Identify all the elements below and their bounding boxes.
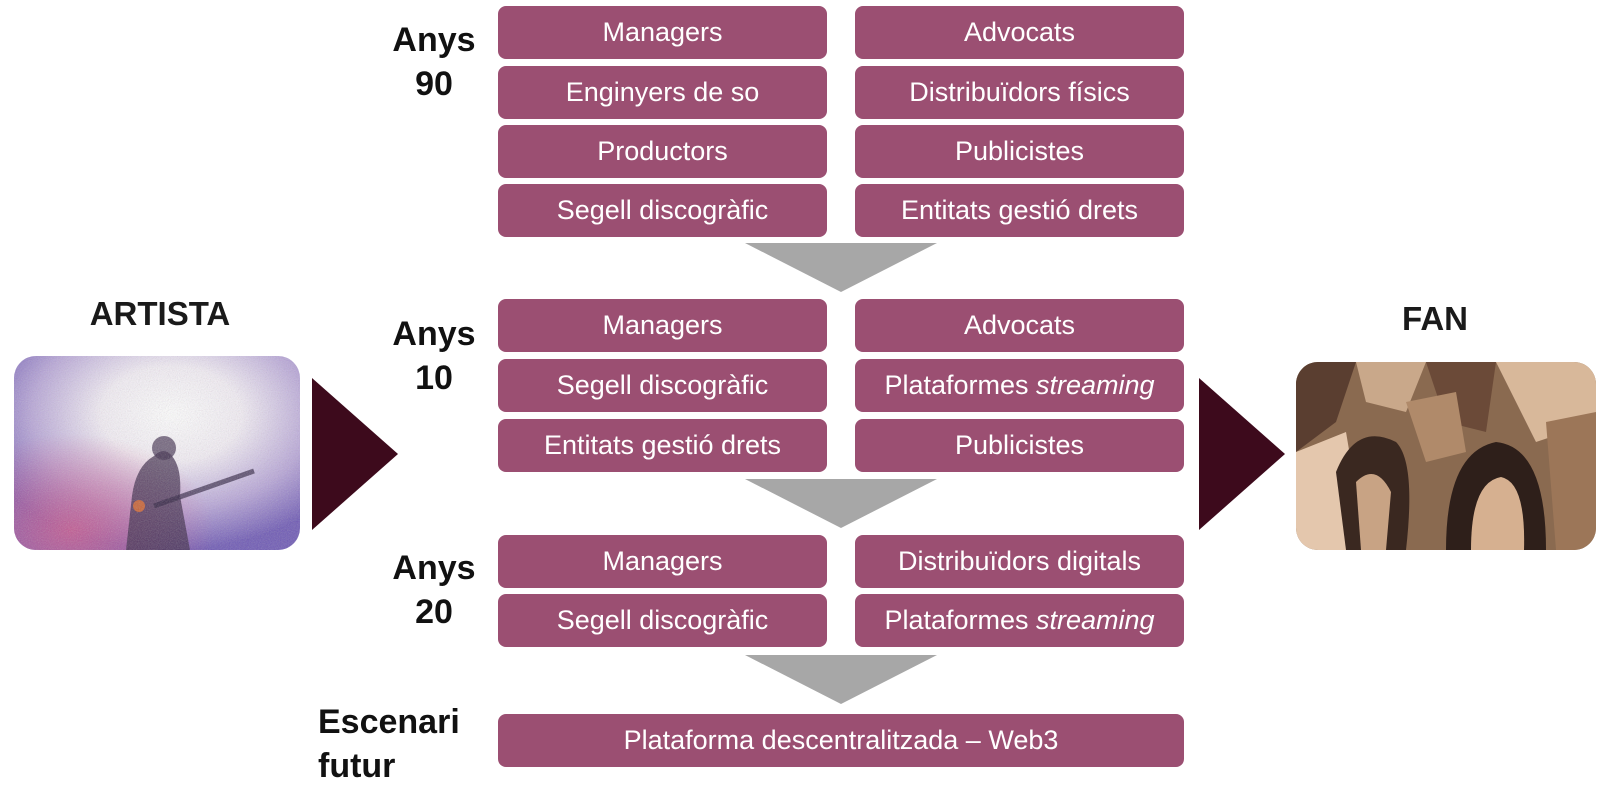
fan-arrow: [1199, 378, 1285, 530]
transition-arrow-1: [745, 243, 937, 292]
box-10-managers: Managers: [498, 299, 827, 352]
box-10-plataformes: Plataformes streaming: [855, 359, 1184, 412]
box-90-publicistes: Publicistes: [855, 125, 1184, 178]
box-10-entitats: Entitats gestió drets: [498, 419, 827, 472]
artist-photo: [14, 356, 300, 550]
box-10-segell: Segell discogràfic: [498, 359, 827, 412]
box-90-segell: Segell discogràfic: [498, 184, 827, 237]
box-10-publicistes: Publicistes: [855, 419, 1184, 472]
box-20-plataformes: Plataformes streaming: [855, 594, 1184, 647]
fan-photo: [1296, 362, 1596, 550]
box-20-managers: Managers: [498, 535, 827, 588]
box-90-advocats: Advocats: [855, 6, 1184, 59]
box-90-productors: Productors: [498, 125, 827, 178]
box-20-segell: Segell discogràfic: [498, 594, 827, 647]
artist-label: ARTISTA: [89, 295, 231, 332]
box-20-distribuidors-digitals: Distribuïdors digitals: [855, 535, 1184, 588]
box-10-advocats: Advocats: [855, 299, 1184, 352]
box-90-distribuidors: Distribuïdors físics: [855, 66, 1184, 119]
fan-photo-image: [1296, 362, 1596, 550]
box-90-enginyers: Enginyers de so: [498, 66, 827, 119]
box-future-web3: Plataforma descentralitzada – Web3: [498, 714, 1184, 767]
artist-photo-image: [14, 356, 300, 550]
box-90-entitats: Entitats gestió drets: [855, 184, 1184, 237]
transition-arrow-3: [745, 655, 937, 704]
artist-arrow: [312, 378, 398, 530]
fan-label: FAN: [1402, 300, 1468, 337]
transition-arrow-2: [745, 479, 937, 528]
box-90-managers: Managers: [498, 6, 827, 59]
